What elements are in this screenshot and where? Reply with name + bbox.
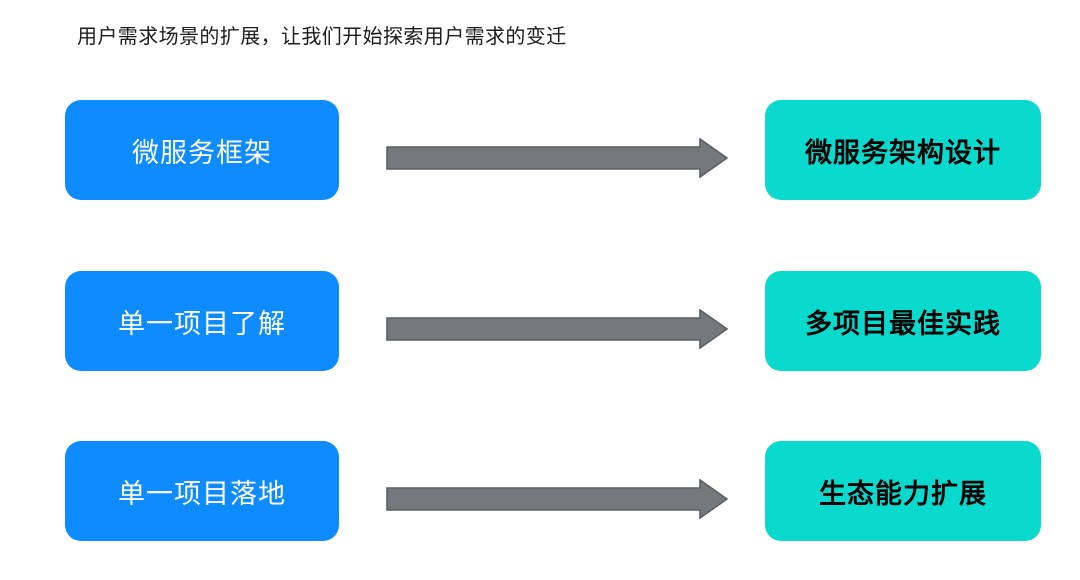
target-node-label: 微服务架构设计: [805, 137, 1001, 168]
target-node-3[interactable]: 生态能力扩展: [765, 441, 1041, 541]
target-node-1[interactable]: 微服务架构设计: [765, 100, 1041, 200]
source-node-label: 单一项目落地: [118, 478, 286, 509]
target-node-label: 多项目最佳实践: [805, 308, 1001, 339]
source-node-1[interactable]: 微服务框架: [65, 100, 339, 200]
flow-row: 单一项目了解 多项目最佳实践: [0, 271, 1080, 371]
source-node-label: 微服务框架: [132, 137, 272, 168]
page-title: 用户需求场景的扩展，让我们开始探索用户需求的变迁: [77, 26, 567, 48]
flow-row: 单一项目落地 生态能力扩展: [0, 441, 1080, 541]
source-node-2[interactable]: 单一项目了解: [65, 271, 339, 371]
flow-row: 微服务框架 微服务架构设计: [0, 100, 1080, 200]
right-block-arrow-icon: [386, 479, 728, 519]
target-node-label: 生态能力扩展: [819, 478, 987, 509]
right-block-arrow-icon: [386, 138, 728, 178]
right-block-arrow-icon: [386, 309, 728, 349]
source-node-3[interactable]: 单一项目落地: [65, 441, 339, 541]
source-node-label: 单一项目了解: [118, 308, 286, 339]
target-node-2[interactable]: 多项目最佳实践: [765, 271, 1041, 371]
